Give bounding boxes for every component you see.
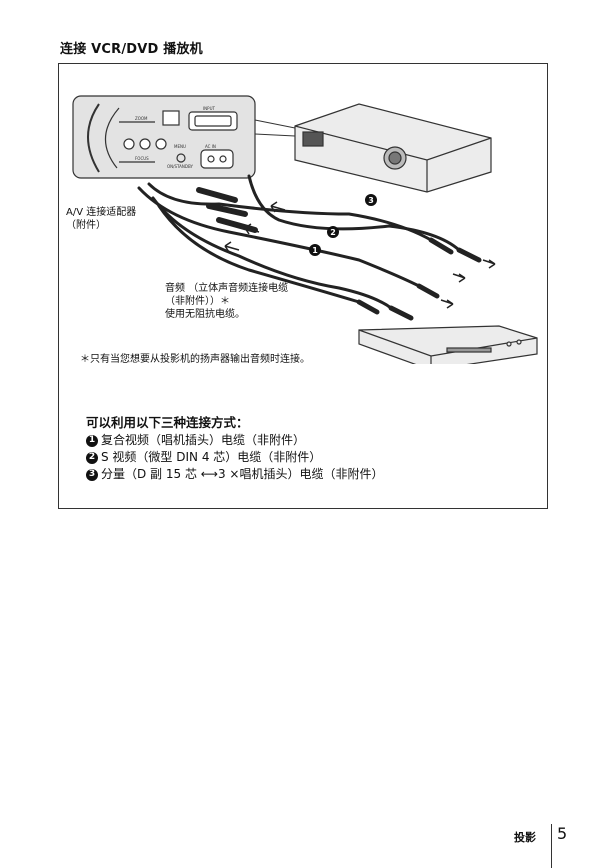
number-1-icon: 1	[86, 434, 98, 447]
projector	[294, 103, 492, 193]
method-item: 1 复合视频（唱机插头）电缆（非附件）	[86, 432, 383, 449]
connection-methods: 可以利用以下三种连接方式： 1 复合视频（唱机插头）电缆（非附件） 2 S 视频…	[86, 414, 383, 483]
projector-rear-panel	[72, 95, 256, 179]
cable-markers: 1 2 3	[309, 194, 377, 256]
panel-label-menu: MENU	[174, 144, 186, 149]
panel-label-zoom: ZOOM	[135, 116, 148, 121]
footnote: ＊只有当您想要从投影机的扬声器输出音频时连接。	[80, 354, 310, 365]
figure-frame	[58, 63, 548, 509]
method-text: 分量（D 副 15 芯 ⟷3 ×唱机插头）电缆（非附件）	[101, 467, 384, 481]
dvd-player	[358, 325, 538, 364]
footer-section: 投影	[514, 831, 536, 844]
panel-label-input: INPUT	[203, 106, 216, 111]
marker-3-icon	[365, 194, 377, 206]
method-item: 3 分量（D 副 15 芯 ⟷3 ×唱机插头）电缆（非附件）	[86, 466, 383, 483]
marker-1-label: 1	[312, 246, 318, 255]
method-text: 复合视频（唱机插头）电缆（非附件）	[101, 433, 306, 447]
adapter-label: A/V 连接适配器 （附件）	[66, 207, 137, 231]
methods-title: 可以利用以下三种连接方式：	[86, 415, 249, 430]
method-item: 2 S 视频（微型 DIN 4 芯）电缆（非附件）	[86, 449, 383, 466]
marker-2-icon	[327, 226, 339, 238]
marker-2-label: 2	[330, 228, 336, 237]
marker-1-icon	[309, 244, 321, 256]
connection-illustration: ZOOM FOCUS INPUT AC IN MENU ON/STANDBY	[72, 95, 538, 364]
panel-label-on-standby: ON/STANDBY	[167, 164, 193, 169]
method-text: S 视频（微型 DIN 4 芯）电缆（非附件）	[101, 450, 322, 464]
footer-divider	[551, 824, 552, 868]
direction-arrows	[224, 201, 496, 309]
page-title: 连接 VCR/DVD 播放机	[60, 42, 203, 57]
panel-label-focus: FOCUS	[135, 156, 149, 161]
number-2-icon: 2	[86, 451, 98, 464]
audio-cable-label: 音频 （立体声音频连接电缆 （非附件））＊ 使用无阻抗电缆。	[165, 283, 289, 320]
page-number: 5	[557, 824, 568, 843]
number-3-icon: 3	[86, 468, 98, 481]
marker-3-label: 3	[368, 196, 374, 205]
panel-label-ac-in: AC IN	[205, 144, 216, 149]
